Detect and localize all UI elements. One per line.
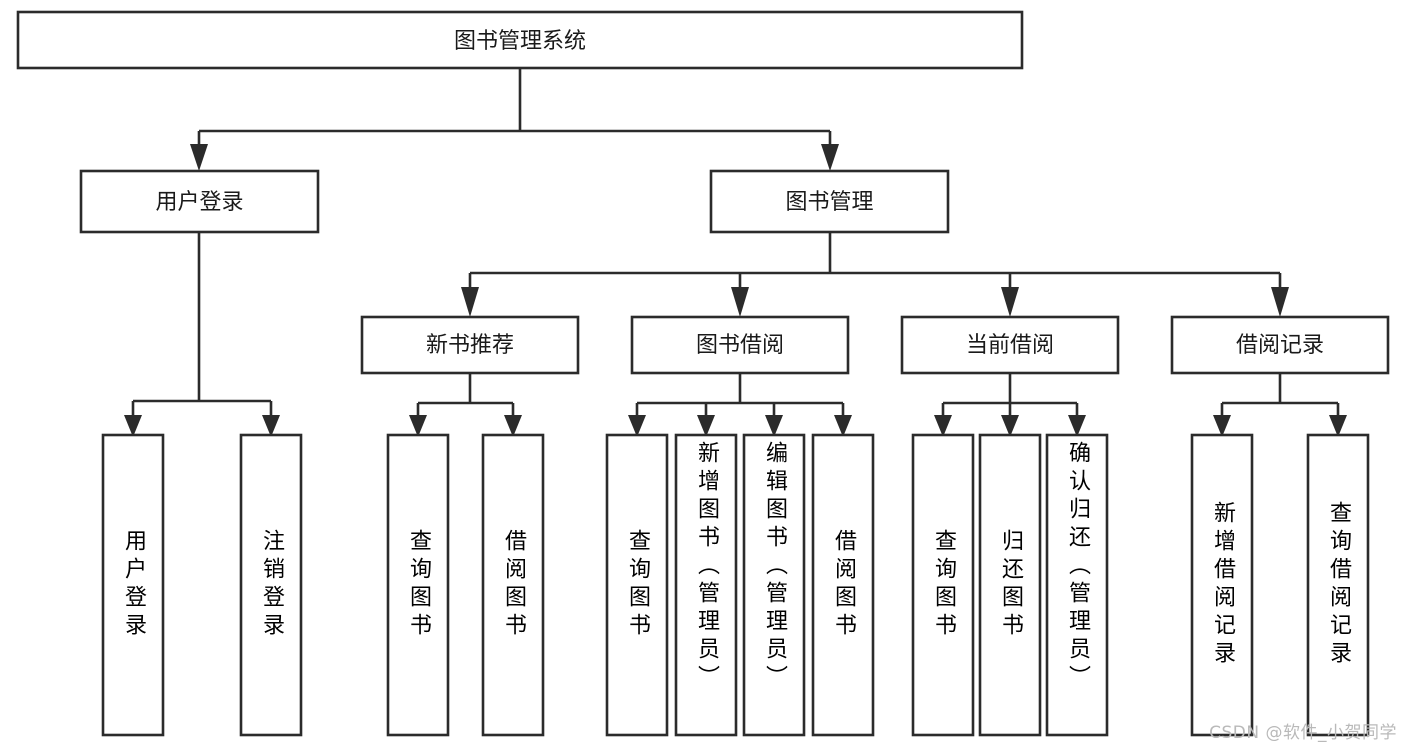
arrowhead-to-leaf-13 [1329,415,1347,437]
arrowhead-to-leaf-9 [934,415,952,437]
arrowhead-layer [124,144,1347,437]
node-book-management[interactable]: 图书管理 [709,169,950,234]
arrowhead-to-book-borrow [731,287,749,317]
edge-root-to-level2-bus [197,68,832,144]
leaf-node-borrow-book-bb[interactable]: 借阅图书 [811,433,875,737]
leaf-logout-box [239,433,303,737]
leaf-borrow-book-bb-label: 借阅图书 [831,529,856,641]
node-root-label: 图书管理系统 [454,29,586,54]
leaf-query-book-cb-box [911,433,975,737]
leaf-add-book-admin-label: 新增图书（管理员） [694,441,719,693]
leaf-node-query-book-bb[interactable]: 查询图书 [605,433,669,737]
edge-bookmgmt-to-level3-bus [468,232,1282,287]
leaf-node-query-borrow-record[interactable]: 查询借阅记录 [1306,433,1370,737]
arrowhead-to-leaf-5 [628,415,646,437]
node-borrow-record-label: 借阅记录 [1236,333,1324,358]
node-borrow-record-box [1170,315,1390,375]
leaf-query-book-nb-label: 查询图书 [406,529,431,641]
edge-userlogin-to-leaf-bus [131,232,273,415]
edge-currentborrow-to-leaf-bus [941,373,1079,415]
node-current-borrow[interactable]: 当前借阅 [900,315,1120,375]
leaf-query-book-bb-label: 查询图书 [625,529,650,641]
leaf-node-query-book-nb[interactable]: 查询图书 [386,433,450,737]
leaf-borrow-book-bb-box [811,433,875,737]
leaf-add-borrow-record-label: 新增借阅记录 [1210,501,1235,669]
connector-layer [131,68,1340,415]
leaf-node-logout[interactable]: 注销登录 [239,433,303,737]
arrowhead-to-borrow-record [1271,287,1289,317]
arrowhead-to-leaf-12 [1213,415,1231,437]
arrowhead-to-leaf-1 [124,415,142,437]
leaf-return-book-label: 归还图书 [998,529,1023,641]
leaf-confirm-return-admin-box [1045,433,1109,737]
node-user-login-label: 用户登录 [155,190,243,215]
arrowhead-to-leaf-4 [504,415,522,437]
edge-newbook-to-leaf-bus [416,373,515,415]
leaf-user-login-label: 用户登录 [121,529,146,641]
leaf-query-book-nb-box [386,433,450,737]
leaf-logout-label: 注销登录 [259,529,284,641]
arrowhead-to-leaf-8 [834,415,852,437]
leaf-query-book-bb-box [605,433,669,737]
arrowhead-to-current-borrow [1001,287,1019,317]
node-root-box [16,10,1024,70]
arrowhead-to-leaf-2 [262,415,280,437]
leaf-query-borrow-record-box [1306,433,1370,737]
leaf-node-return-book[interactable]: 归还图书 [978,433,1042,737]
leaf-return-book-box [978,433,1042,737]
leaf-add-borrow-record-box [1190,433,1254,737]
edge-borrowbook-to-leaf-bus [635,373,845,415]
arrowhead-to-new-book [461,287,479,317]
arrowhead-to-user-login [190,144,208,171]
leaf-node-borrow-book-nb[interactable]: 借阅图书 [481,433,545,737]
node-new-book-recommend[interactable]: 新书推荐 [360,315,580,375]
leaf-query-borrow-record-label: 查询借阅记录 [1326,501,1351,669]
leaf-node-confirm-return-admin[interactable]: 确认归还（管理员） [1045,433,1109,737]
leaf-edit-book-admin-label: 编辑图书（管理员） [762,441,787,693]
edge-borrowrecord-to-leaf-bus [1220,373,1340,415]
node-user-login-box [79,169,320,234]
leaf-query-book-cb-label: 查询图书 [931,529,956,641]
leaf-node-add-borrow-record[interactable]: 新增借阅记录 [1190,433,1254,737]
leaf-borrow-book-nb-box [481,433,545,737]
node-current-borrow-box [900,315,1120,375]
node-root-system[interactable]: 图书管理系统 [16,10,1024,70]
leaf-confirm-return-admin-label: 确认归还（管理员） [1065,441,1090,693]
leaf-edit-book-admin-box [742,433,806,737]
leaf-node-query-book-cb[interactable]: 查询图书 [911,433,975,737]
node-book-borrow-box [630,315,850,375]
leaf-node-user-login[interactable]: 用户登录 [101,433,165,737]
arrowhead-to-book-mgmt [821,144,839,171]
node-current-borrow-label: 当前借阅 [966,333,1054,358]
leaf-borrow-book-nb-label: 借阅图书 [501,529,526,641]
node-book-management-box [709,169,950,234]
node-book-management-label: 图书管理 [785,190,873,215]
node-book-borrow-label: 图书借阅 [696,333,784,358]
leaf-node-edit-book-admin[interactable]: 编辑图书（管理员） [742,433,806,737]
leaf-user-login-box [101,433,165,737]
arrowhead-to-leaf-7 [765,415,783,437]
node-new-book-recommend-label: 新书推荐 [426,333,514,358]
node-user-login[interactable]: 用户登录 [79,169,320,234]
arrowhead-to-leaf-6 [697,415,715,437]
leaf-node-add-book-admin[interactable]: 新增图书（管理员） [674,433,738,737]
node-book-borrow[interactable]: 图书借阅 [630,315,850,375]
node-new-book-recommend-box [360,315,580,375]
leaf-add-book-admin-box [674,433,738,737]
arrowhead-to-leaf-10 [1001,415,1019,437]
arrowhead-to-leaf-11 [1068,415,1086,437]
arrowhead-to-leaf-3 [409,415,427,437]
node-borrow-record[interactable]: 借阅记录 [1170,315,1390,375]
